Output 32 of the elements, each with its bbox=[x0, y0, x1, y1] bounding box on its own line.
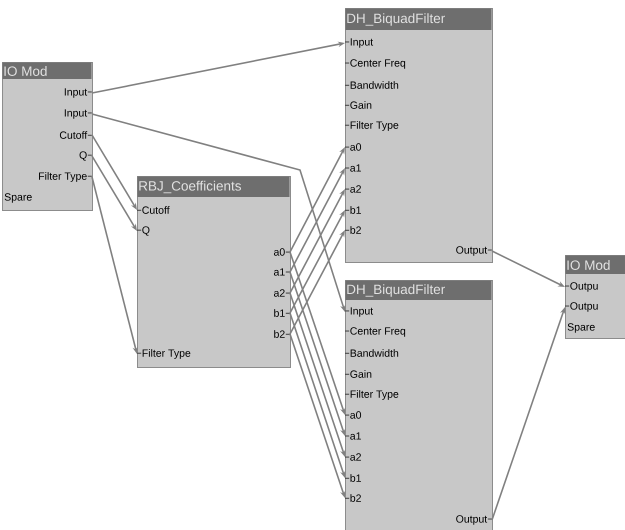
port-label: Input bbox=[344, 307, 374, 317]
port-label: Spare bbox=[568, 323, 595, 333]
port-label: Q bbox=[80, 151, 92, 161]
port-label: b2 bbox=[274, 330, 290, 338]
port-label: a1 bbox=[344, 164, 361, 172]
port-label: Center Freq bbox=[344, 59, 406, 69]
port-label: a2 bbox=[344, 185, 361, 193]
port-label: Center Freq bbox=[344, 327, 406, 337]
port-label: Input bbox=[64, 109, 92, 119]
port-label: Outpu bbox=[564, 302, 598, 312]
port-label: Output bbox=[456, 246, 492, 256]
port-label: Gain bbox=[344, 101, 372, 109]
port-label: Filter Type bbox=[39, 172, 92, 182]
port-label: Bandwidth bbox=[344, 349, 398, 357]
port-label: Spare bbox=[4, 193, 32, 203]
port-label: a1 bbox=[274, 268, 290, 276]
port-label: a0 bbox=[344, 411, 362, 419]
port-label: Outpu bbox=[564, 282, 598, 292]
port-label: Gain bbox=[344, 370, 372, 378]
port-label: a2 bbox=[274, 289, 290, 297]
port-label: a1 bbox=[344, 432, 361, 440]
port-label: Bandwidth bbox=[344, 81, 398, 89]
port-label: Output bbox=[456, 515, 492, 525]
port-label: Cutoff bbox=[60, 131, 92, 139]
port-label: a0 bbox=[274, 248, 290, 256]
port-label: b1 bbox=[274, 309, 290, 317]
port-label: Input bbox=[64, 88, 92, 98]
port-label: Filter Type bbox=[344, 390, 398, 400]
port-label: Input bbox=[344, 38, 374, 48]
port-label: a0 bbox=[344, 143, 362, 151]
port-label: Filter Type bbox=[344, 121, 398, 131]
port-label: a2 bbox=[344, 453, 361, 461]
